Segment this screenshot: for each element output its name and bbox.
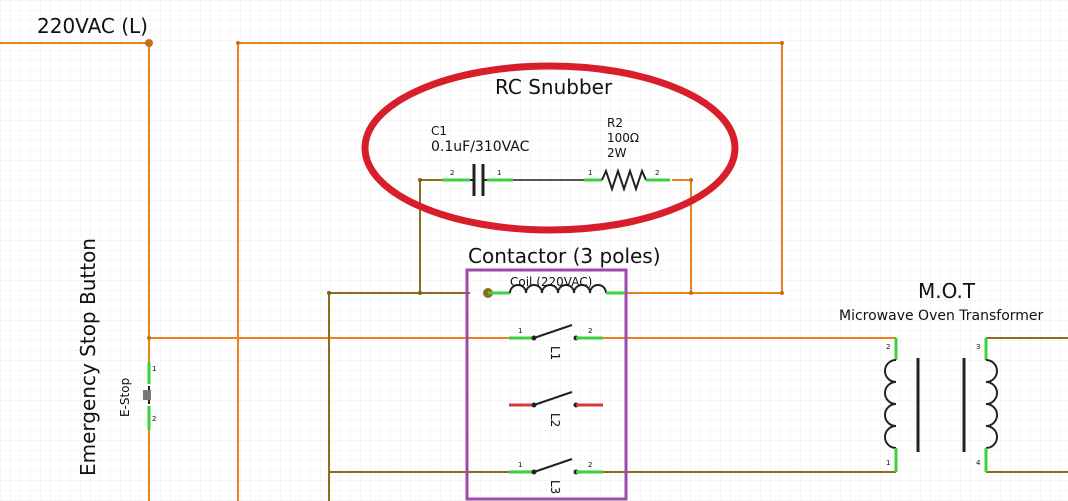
- pushbutton-icon[interactable]: [143, 362, 151, 430]
- r2-name: R2: [607, 116, 623, 130]
- pin-number: 2: [588, 327, 593, 335]
- pin-number: 3: [976, 343, 981, 351]
- contactor-title: Contactor (3 poles): [468, 244, 661, 268]
- pin-number: 2: [450, 169, 455, 177]
- pin-number: 1: [518, 461, 523, 469]
- pole-l2-label: L2: [548, 413, 562, 428]
- snubber-title: RC Snubber: [495, 75, 613, 99]
- snubber-highlight-ellipse: [361, 62, 739, 234]
- c1-name: C1: [431, 124, 448, 138]
- junction-dot: [780, 291, 784, 295]
- contactor-box[interactable]: [465, 268, 628, 501]
- r2-power: 2W: [607, 146, 627, 160]
- junction-dot: [145, 39, 153, 47]
- pin-number: 2: [152, 415, 157, 423]
- junction-dot: [418, 178, 422, 182]
- capacitor-icon[interactable]: [442, 164, 513, 196]
- junction-dot: [689, 178, 693, 182]
- pin-number: 1: [152, 365, 157, 373]
- coil-icon[interactable]: [488, 284, 625, 295]
- junction-dot: [147, 336, 151, 340]
- junction-dot: [236, 41, 240, 45]
- pole-l3-label: L3: [548, 480, 562, 495]
- pin-number: 2: [886, 343, 891, 351]
- switch-icon[interactable]: [509, 324, 603, 341]
- switch-icon[interactable]: [509, 391, 603, 408]
- pin-number: 2: [655, 169, 660, 177]
- pin-number: 1: [886, 459, 891, 467]
- pin-number: 2: [588, 461, 593, 469]
- c1-value: 0.1uF/310VAC: [431, 139, 530, 155]
- supply-label: 220VAC (L): [37, 14, 148, 38]
- pin-number: 1: [518, 327, 523, 335]
- mot-description: Microwave Oven Transformer: [839, 308, 1044, 324]
- pin-number: 4: [976, 459, 981, 467]
- pin-number: 1: [497, 169, 502, 177]
- junction-dot: [689, 291, 693, 295]
- estop-label: E-Stop: [118, 377, 132, 417]
- estop-title: Emergency Stop Button: [76, 238, 100, 476]
- junction-dot: [327, 291, 331, 295]
- junction-dot: [780, 41, 784, 45]
- pole-l1-label: L1: [548, 346, 562, 361]
- transformer-icon[interactable]: [884, 338, 998, 472]
- resistor-icon[interactable]: [584, 167, 670, 193]
- wires-olive: [328, 179, 1068, 501]
- switch-icon[interactable]: [509, 458, 603, 475]
- coil-label: Coil (220VAC): [510, 275, 593, 289]
- r2-value: 100Ω: [607, 131, 640, 145]
- mot-title: M.O.T: [918, 279, 976, 303]
- junction-dot: [418, 291, 422, 295]
- pin-number: 1: [588, 169, 593, 177]
